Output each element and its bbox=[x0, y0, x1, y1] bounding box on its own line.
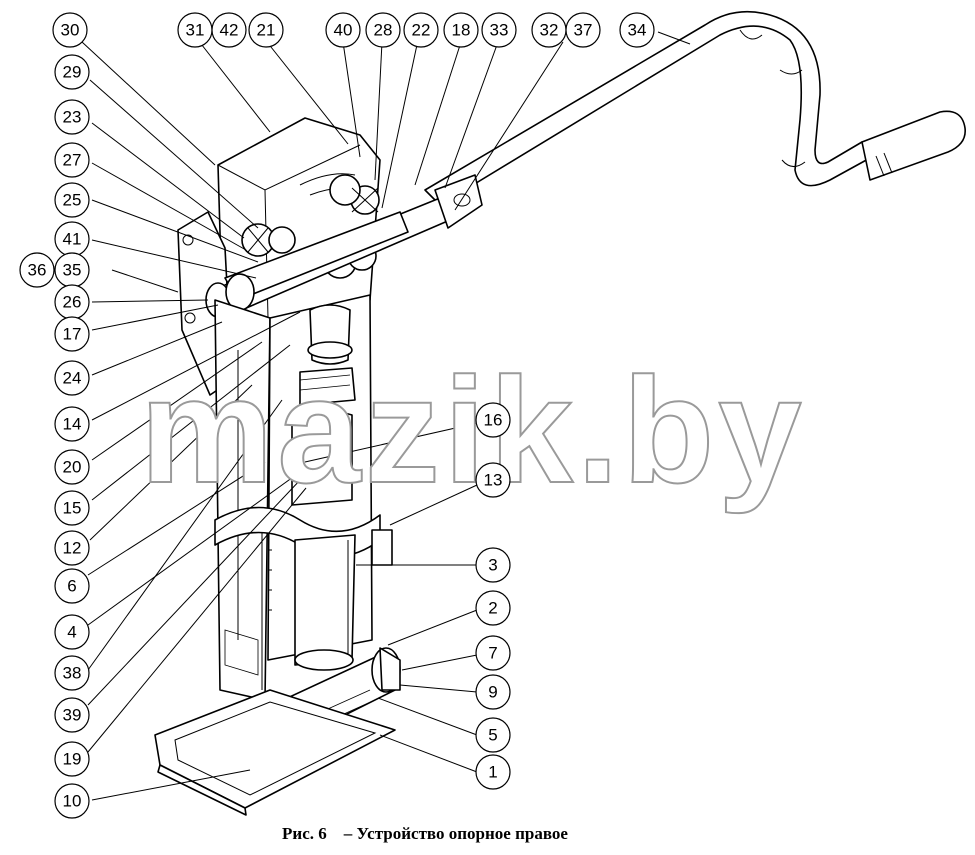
svg-text:4: 4 bbox=[67, 623, 76, 642]
callout-14: 14 bbox=[54, 406, 90, 442]
figure-caption: Рис. 6 – Устройство опорное правое bbox=[0, 824, 850, 844]
svg-text:16: 16 bbox=[484, 411, 503, 430]
callout-24: 24 bbox=[54, 360, 90, 396]
callout-18: 18 bbox=[443, 12, 479, 48]
svg-text:25: 25 bbox=[63, 191, 82, 210]
callout-22: 22 bbox=[403, 12, 439, 48]
svg-text:41: 41 bbox=[63, 230, 82, 249]
callout-bubbles: 30 31 42 21 40 28 22 18 33 32 37 34 29 2… bbox=[19, 12, 655, 819]
callout-10: 10 bbox=[54, 783, 90, 819]
svg-text:33: 33 bbox=[490, 21, 509, 40]
svg-text:35: 35 bbox=[63, 261, 82, 280]
callout-2: 2 bbox=[475, 590, 511, 626]
callout-12: 12 bbox=[54, 530, 90, 566]
drive-shafts bbox=[205, 174, 483, 318]
svg-text:36: 36 bbox=[28, 261, 47, 280]
callout-37: 37 bbox=[565, 12, 601, 48]
callout-32: 32 bbox=[531, 12, 567, 48]
svg-text:38: 38 bbox=[63, 664, 82, 683]
svg-text:13: 13 bbox=[484, 471, 503, 490]
callout-39: 39 bbox=[54, 697, 90, 733]
callout-33: 33 bbox=[481, 12, 517, 48]
callout-4: 4 bbox=[54, 614, 90, 650]
svg-text:22: 22 bbox=[412, 21, 431, 40]
svg-text:27: 27 bbox=[63, 151, 82, 170]
callout-31: 31 bbox=[177, 12, 213, 48]
callout-5: 5 bbox=[475, 717, 511, 753]
svg-text:10: 10 bbox=[63, 792, 82, 811]
callout-9: 9 bbox=[475, 674, 511, 710]
svg-text:42: 42 bbox=[220, 21, 239, 40]
callout-34: 34 bbox=[619, 12, 655, 48]
svg-text:23: 23 bbox=[63, 108, 82, 127]
figure-number: Рис. 6 bbox=[282, 824, 327, 843]
callout-7: 7 bbox=[475, 635, 511, 671]
callout-30: 30 bbox=[52, 12, 88, 48]
svg-text:12: 12 bbox=[63, 539, 82, 558]
callout-27: 27 bbox=[54, 142, 90, 178]
svg-text:6: 6 bbox=[67, 577, 76, 596]
svg-text:21: 21 bbox=[257, 21, 276, 40]
callout-23: 23 bbox=[54, 99, 90, 135]
callout-36: 36 bbox=[19, 252, 55, 288]
base-plate bbox=[154, 689, 396, 816]
svg-text:2: 2 bbox=[488, 599, 497, 618]
leader-lines bbox=[81, 31, 691, 801]
svg-text:40: 40 bbox=[334, 21, 353, 40]
callout-15: 15 bbox=[54, 490, 90, 526]
callout-26: 26 bbox=[54, 284, 90, 320]
watermark: mazik.by bbox=[140, 346, 806, 514]
callout-1: 1 bbox=[475, 754, 511, 790]
svg-text:34: 34 bbox=[628, 21, 647, 40]
svg-text:31: 31 bbox=[186, 21, 205, 40]
svg-text:17: 17 bbox=[63, 325, 82, 344]
svg-text:26: 26 bbox=[63, 293, 82, 312]
callout-13: 13 bbox=[475, 462, 511, 498]
svg-text:7: 7 bbox=[488, 644, 497, 663]
svg-text:32: 32 bbox=[540, 21, 559, 40]
callout-20: 20 bbox=[54, 449, 90, 485]
svg-text:9: 9 bbox=[488, 683, 497, 702]
svg-text:15: 15 bbox=[63, 499, 82, 518]
svg-text:28: 28 bbox=[374, 21, 393, 40]
callout-41: 41 bbox=[54, 221, 90, 257]
svg-text:24: 24 bbox=[63, 369, 82, 388]
inner-tube bbox=[294, 529, 393, 671]
callout-29: 29 bbox=[54, 54, 90, 90]
svg-text:30: 30 bbox=[61, 21, 80, 40]
svg-text:39: 39 bbox=[63, 706, 82, 725]
svg-text:19: 19 bbox=[63, 750, 82, 769]
callout-19: 19 bbox=[54, 741, 90, 777]
svg-text:20: 20 bbox=[63, 458, 82, 477]
callout-3: 3 bbox=[475, 547, 511, 583]
callout-40: 40 bbox=[325, 12, 361, 48]
svg-text:1: 1 bbox=[488, 763, 497, 782]
figure-title: – Устройство опорное правое bbox=[343, 824, 568, 843]
callout-42: 42 bbox=[211, 12, 247, 48]
callout-6: 6 bbox=[54, 568, 90, 604]
svg-text:3: 3 bbox=[488, 556, 497, 575]
svg-text:18: 18 bbox=[452, 21, 471, 40]
callout-16: 16 bbox=[475, 402, 511, 438]
svg-text:14: 14 bbox=[63, 415, 82, 434]
callout-17: 17 bbox=[54, 316, 90, 352]
callout-25: 25 bbox=[54, 182, 90, 218]
support-device-drawing bbox=[154, 10, 966, 816]
callout-35: 35 bbox=[54, 252, 90, 288]
inner-screw bbox=[291, 304, 356, 506]
svg-text:37: 37 bbox=[574, 21, 593, 40]
callout-28: 28 bbox=[365, 12, 401, 48]
svg-text:29: 29 bbox=[63, 63, 82, 82]
callout-21: 21 bbox=[248, 12, 284, 48]
callout-38: 38 bbox=[54, 655, 90, 691]
svg-text:5: 5 bbox=[488, 726, 497, 745]
